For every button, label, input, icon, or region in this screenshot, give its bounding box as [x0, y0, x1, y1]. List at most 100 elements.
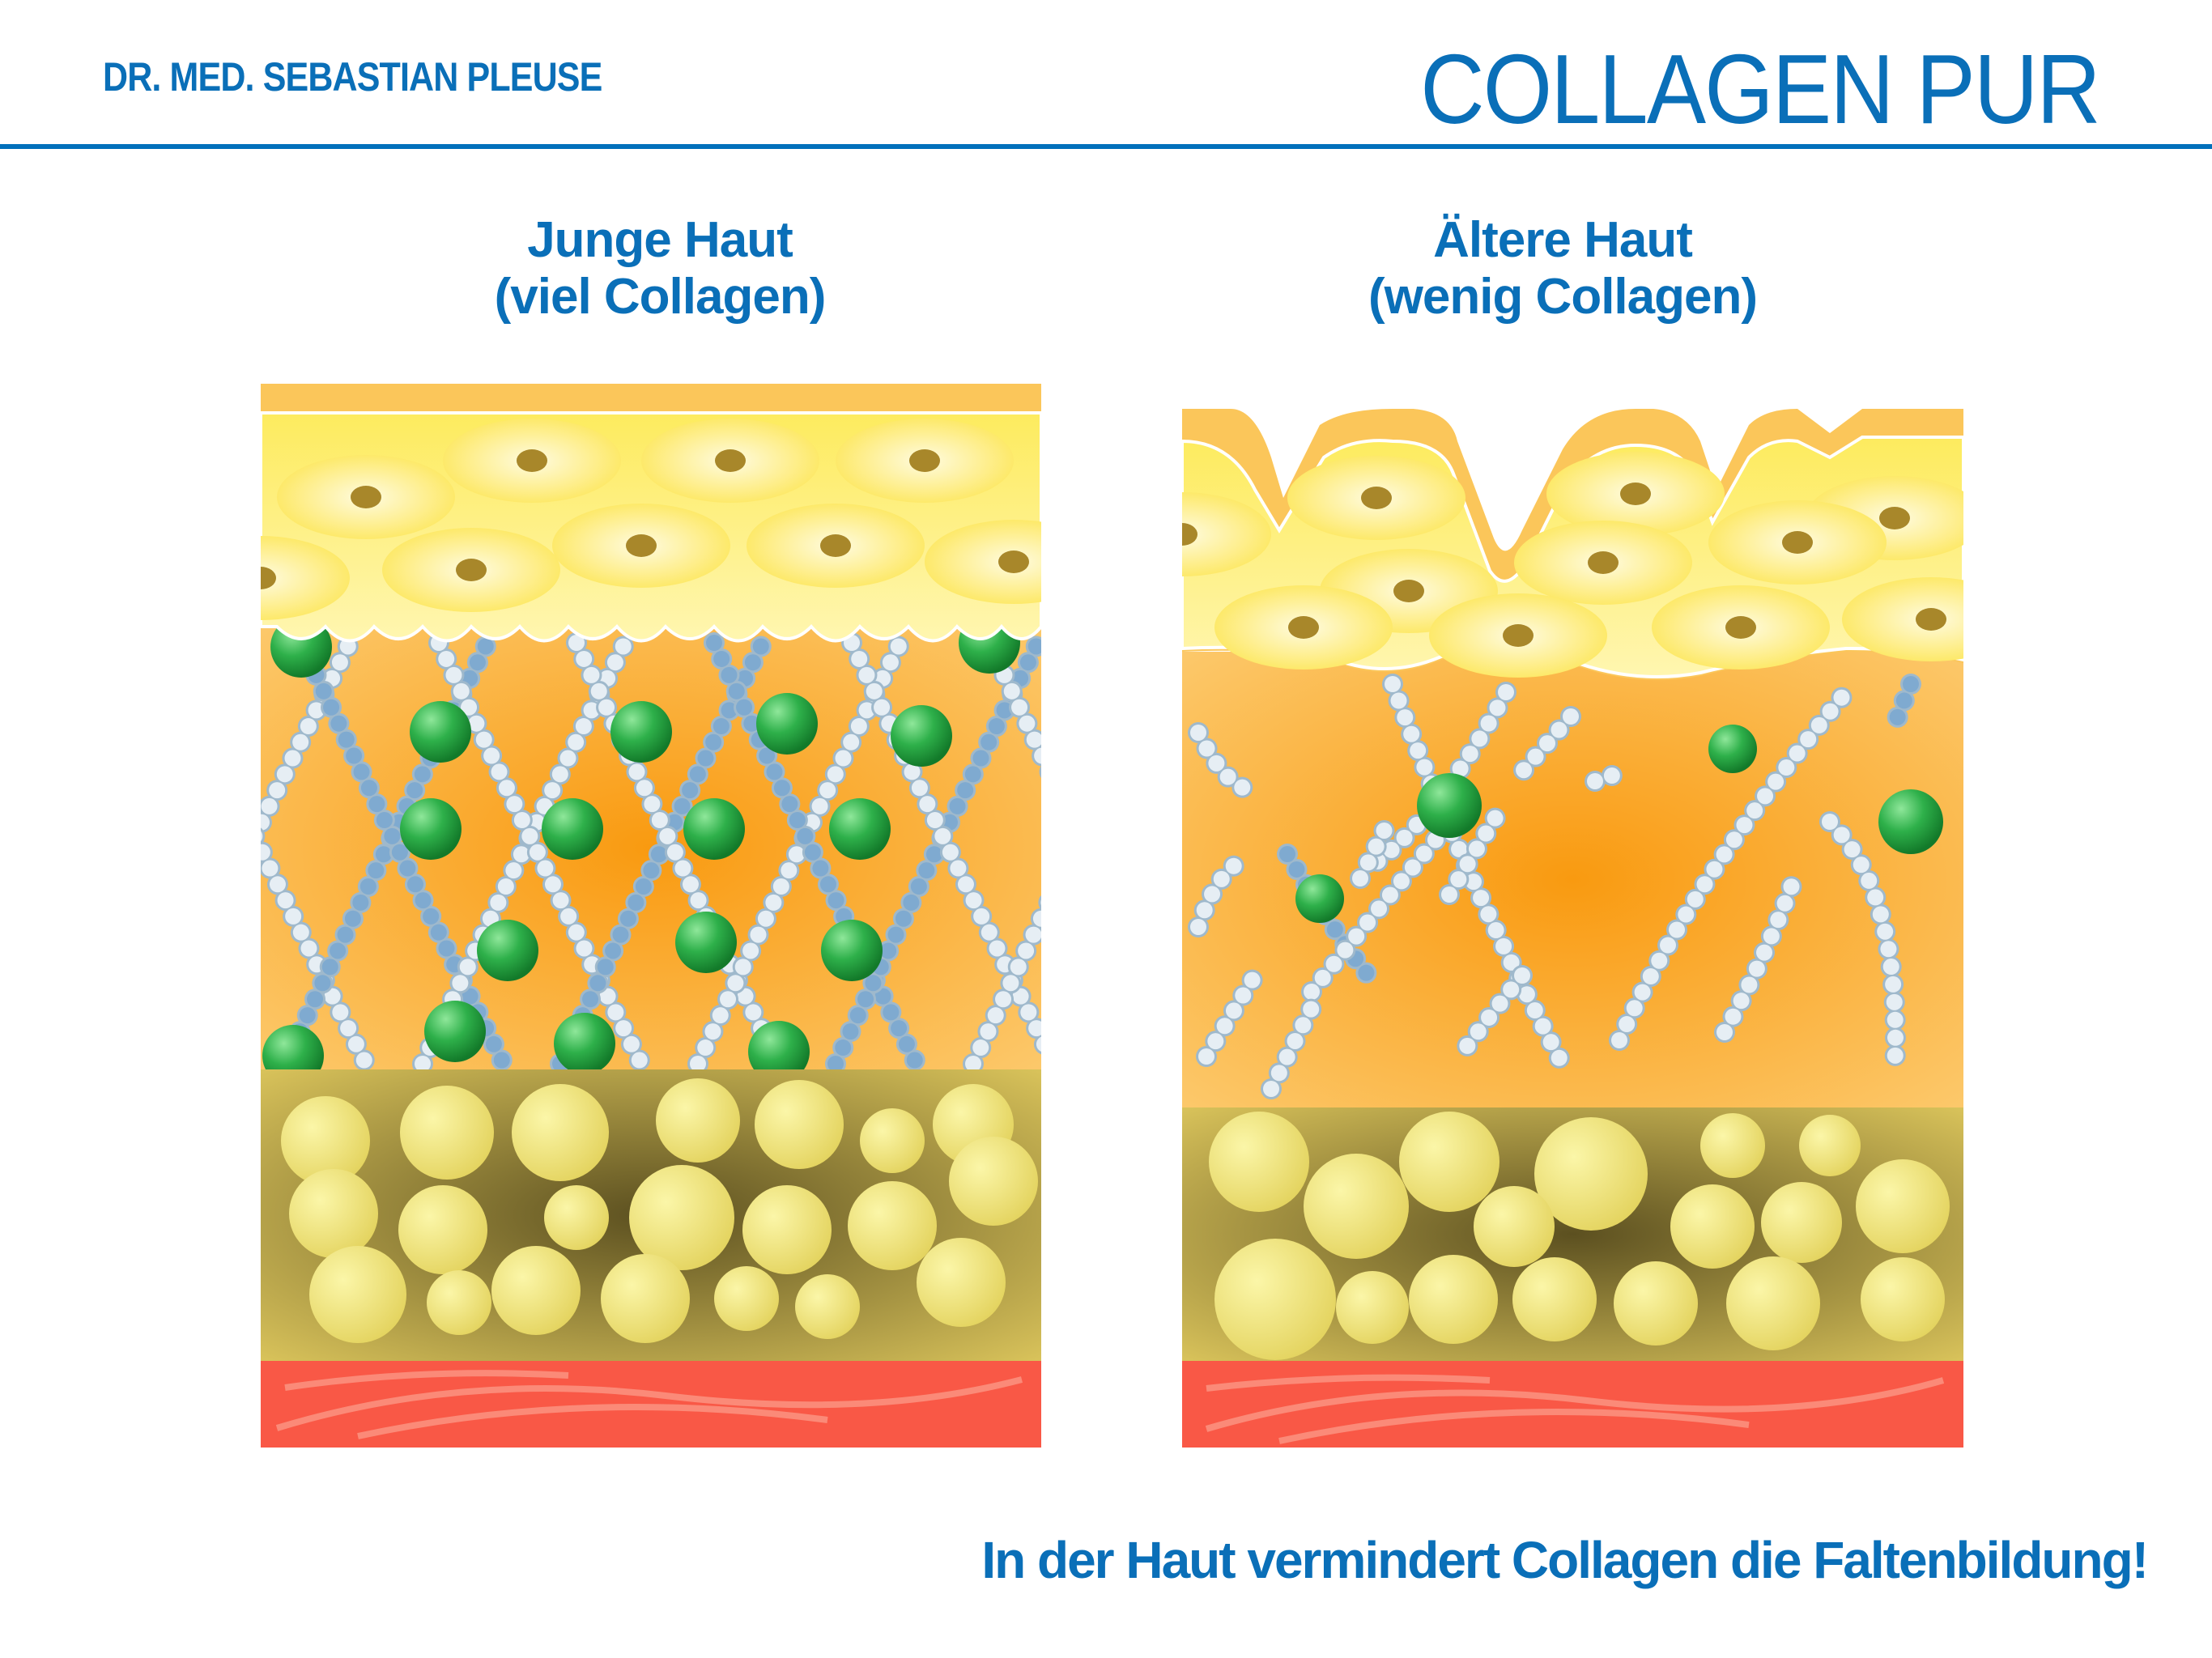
elastin-ball: [821, 920, 883, 981]
fat-cell: [512, 1084, 609, 1181]
cell-nucleus: [1620, 483, 1651, 505]
cell-nucleus: [1361, 487, 1392, 509]
collagen-fiber-shadow: [261, 632, 360, 848]
collagen-fiber: [293, 635, 512, 1072]
cell-nucleus: [1916, 608, 1946, 631]
author-name: DR. MED. SEBASTIAN PLEUSE: [103, 54, 602, 100]
fat-cell: [1399, 1112, 1499, 1212]
elastin-ball: [756, 693, 818, 755]
collagen-fiber: [690, 635, 908, 1072]
fat-cell: [1512, 1257, 1597, 1341]
fat-cell: [1614, 1261, 1698, 1346]
cell-nucleus: [1393, 580, 1424, 602]
elastin-ball: [1878, 789, 1943, 854]
cell-nucleus: [1782, 531, 1813, 554]
collagen-fibers: [261, 612, 1041, 1086]
collagen-fiber: [1457, 967, 1530, 1056]
fat-cell: [1474, 1186, 1555, 1267]
elastin-ball: [554, 1013, 615, 1074]
fat-cells: [1209, 1112, 1950, 1360]
fat-cell: [795, 1274, 860, 1339]
fat-cell: [427, 1270, 491, 1335]
epidermis-cell: [925, 520, 1041, 604]
collagen-fiber: [431, 635, 649, 1072]
cell-nucleus: [1879, 507, 1910, 529]
epidermis-cell: [1842, 577, 1963, 661]
collagen-fiber: [552, 635, 771, 1072]
fat-cell: [629, 1165, 734, 1270]
epidermis-cells: [261, 419, 1041, 620]
fat-cell: [917, 1238, 1006, 1327]
fat-cell: [860, 1108, 925, 1173]
epidermis-cell: [1182, 492, 1271, 576]
collagen-fiber-shadow: [1350, 819, 1395, 889]
collagen-fiber: [1506, 708, 1579, 789]
collagen-fiber: [1190, 725, 1255, 797]
elastin-ball: [400, 798, 462, 860]
elastin-ball: [748, 1021, 810, 1082]
epidermis-cell: [261, 536, 350, 620]
cell-nucleus: [517, 449, 547, 472]
collagen-fiber: [568, 635, 787, 1072]
fat-cell: [1856, 1159, 1950, 1253]
fat-cell: [1304, 1154, 1409, 1259]
cell-nucleus: [1182, 523, 1197, 546]
elastin-ball: [891, 705, 952, 767]
older-skin-heading: Ältere Haut (wenig Collagen): [1198, 212, 1927, 325]
collagen-fiber: [1716, 862, 1806, 1040]
young-skin-subtitle: (viel Collagen): [494, 269, 827, 325]
cell-nucleus: [1725, 616, 1756, 639]
young-skin-illustration: [261, 384, 1041, 1448]
cell-nucleus: [626, 534, 657, 557]
fat-cell: [400, 1086, 494, 1180]
collagen-fiber: [827, 635, 1041, 1072]
fat-cell: [309, 1246, 406, 1343]
fat-cell: [1534, 1117, 1648, 1231]
elastin-ball: [542, 798, 603, 860]
cell-nucleus: [820, 534, 851, 557]
fat-cell: [755, 1080, 844, 1169]
young-skin-heading: Junge Haut (viel Collagen): [296, 212, 1024, 325]
fat-cell: [1670, 1184, 1755, 1269]
fat-cell: [544, 1185, 609, 1250]
fat-cell: [1214, 1239, 1336, 1360]
epidermis-cells: [1182, 452, 1963, 678]
header-divider: [0, 144, 2212, 149]
elastin-ball: [424, 1001, 486, 1062]
fat-cell: [1799, 1115, 1861, 1176]
collagen-fiber: [706, 635, 925, 1072]
cell-nucleus: [1588, 551, 1619, 574]
collagen-fiber: [1263, 1000, 1320, 1097]
elastin-ball: [477, 920, 538, 981]
fat-cell: [1726, 1256, 1820, 1350]
collagen-fiber: [1198, 967, 1263, 1065]
caption: In der Haut vermindert Collagen die Falt…: [981, 1531, 2149, 1589]
elastin-ball: [829, 798, 891, 860]
stratum-corneum: [261, 384, 1041, 413]
collagen-fiber: [1304, 806, 1465, 1000]
fat-cell: [848, 1181, 937, 1270]
older-skin-title: Ältere Haut: [1433, 212, 1693, 268]
older-skin-illustration: [1182, 409, 1963, 1448]
elastin-ball: [1295, 874, 1344, 923]
collagen-fiber: [1887, 676, 1919, 733]
fat-cell: [656, 1078, 740, 1163]
elastin-ball: [1417, 773, 1482, 838]
cell-nucleus: [456, 559, 487, 581]
elastin-ball: [610, 701, 672, 763]
collagen-fiber: [1587, 765, 1627, 789]
elastin-ball: [410, 701, 471, 763]
collagen-fiber: [1822, 814, 1904, 1081]
collagen-fiber: [844, 635, 1041, 1056]
cell-nucleus: [1288, 616, 1319, 639]
fat-cell: [1700, 1113, 1765, 1178]
cell-nucleus: [998, 551, 1029, 573]
fat-cell: [491, 1246, 581, 1335]
fat-cell: [398, 1185, 487, 1274]
cell-nucleus: [261, 567, 276, 589]
fat-cell: [714, 1266, 779, 1331]
page-title: COLLAGEN PUR: [1420, 34, 2101, 144]
fat-cell: [1761, 1182, 1842, 1263]
collagen-fiber: [1441, 806, 1506, 903]
young-skin-title: Junge Haut: [527, 212, 793, 268]
